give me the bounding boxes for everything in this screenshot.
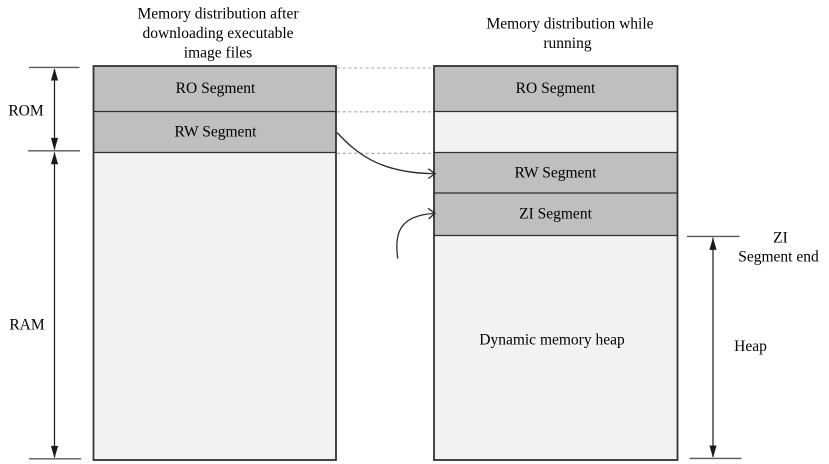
svg-text:Heap: Heap xyxy=(734,338,767,355)
svg-text:Dynamic memory heap: Dynamic memory heap xyxy=(479,332,625,349)
svg-text:Segment end: Segment end xyxy=(738,248,819,265)
svg-text:RO Segment: RO Segment xyxy=(516,80,596,97)
svg-text:Memory distribution after: Memory distribution after xyxy=(138,6,300,23)
svg-text:image files: image files xyxy=(184,45,252,62)
svg-text:ROM: ROM xyxy=(8,103,44,120)
svg-text:downloading executable: downloading executable xyxy=(142,25,293,42)
svg-text:RW Segment: RW Segment xyxy=(175,124,258,141)
svg-text:RW Segment: RW Segment xyxy=(515,165,598,182)
svg-text:RAM: RAM xyxy=(9,317,45,334)
svg-text:Memory distribution while: Memory distribution while xyxy=(486,16,653,33)
svg-text:RO Segment: RO Segment xyxy=(176,80,256,97)
svg-text:running: running xyxy=(543,35,591,52)
svg-text:ZI: ZI xyxy=(773,229,788,246)
svg-text:ZI Segment: ZI Segment xyxy=(519,206,592,223)
